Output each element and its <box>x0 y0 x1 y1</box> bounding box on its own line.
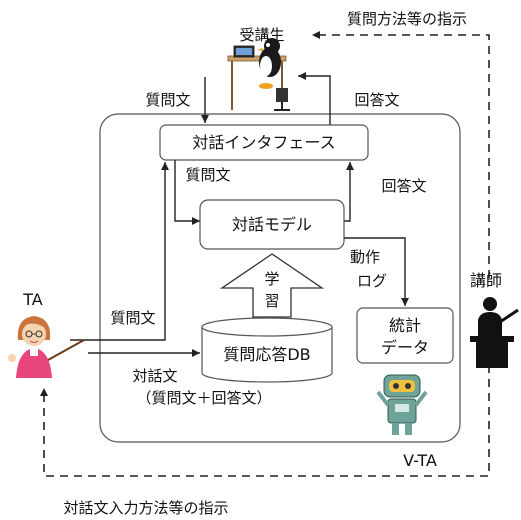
interface-question-label: 質問文 <box>185 166 230 184</box>
statistics-box <box>356 307 454 364</box>
interface-question-arrow <box>174 160 200 225</box>
action-log-arrow <box>344 237 409 306</box>
student-question-label: 質問文 <box>145 91 190 109</box>
qa-database-label: 質問応答DB <box>223 345 310 364</box>
v-ta-label: V-TA <box>403 451 437 470</box>
action-log-label-2: ログ <box>357 272 387 290</box>
student-answer-label: 回答文 <box>354 91 399 109</box>
qa-database-cylinder <box>201 317 333 383</box>
robot-icon <box>376 374 428 435</box>
instruction-arrow-to-student <box>312 31 490 278</box>
instructor-to-ta-label: 対話文入力方法等の指示 <box>63 499 228 517</box>
ta-question-label: 質問文 <box>110 309 155 327</box>
dialogue-model-box <box>199 199 345 250</box>
dialogue-model-label: 対話モデル <box>232 215 312 234</box>
dialogue-interface-box <box>159 124 369 161</box>
model-answer-label: 回答文 <box>381 177 426 195</box>
instructor-label: 講師 <box>470 271 502 290</box>
dialogue-label-2: （質問文＋回答文） <box>136 389 271 407</box>
statistics-label-2: データ <box>381 338 429 357</box>
dialogue-label-1: 対話文 <box>132 367 177 385</box>
student-penguin-icon <box>227 38 290 111</box>
model-answer-arrow <box>344 162 354 222</box>
ta-question-arrow <box>70 162 169 341</box>
learning-arrow <box>219 253 325 318</box>
learning-label-1: 学 <box>264 270 279 288</box>
dialogue-interface-label: 対話インタフェース <box>192 133 335 152</box>
learning-label-2: 習 <box>264 292 279 310</box>
student-answer-arrow <box>298 72 331 125</box>
instructor-to-student-label: 質問方法等の指示 <box>347 10 467 28</box>
v-ta-container <box>99 113 461 443</box>
action-log-label-1: 動作 <box>350 248 380 266</box>
ta-label: TA <box>22 290 43 309</box>
statistics-label-1: 統計 <box>389 316 421 335</box>
ta-person-icon <box>8 316 85 378</box>
instructor-person-icon <box>470 297 519 368</box>
